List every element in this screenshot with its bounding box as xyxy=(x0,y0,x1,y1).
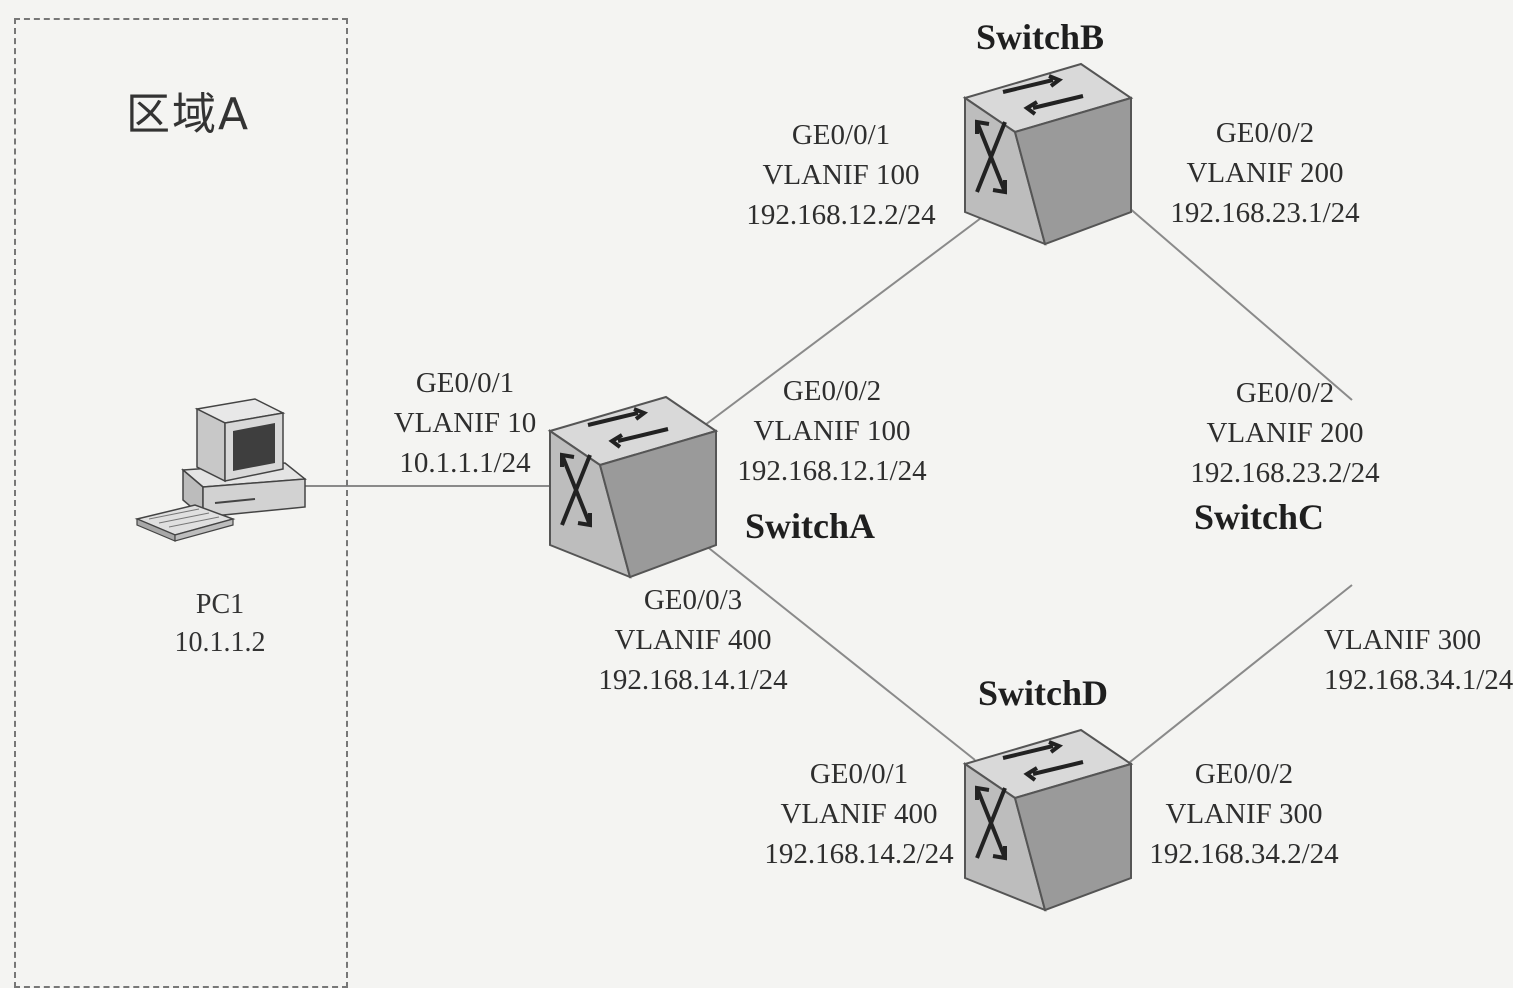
switch-d-ge2-label: GE0/0/2 VLANIF 300 192.168.34.2/24 xyxy=(1138,754,1350,874)
ip-address: 192.168.34.1/24 xyxy=(1324,664,1513,696)
switch-a-ge2-label: GE0/0/2 VLANIF 100 192.168.12.1/24 xyxy=(722,371,942,491)
switch-d-name: SwitchD xyxy=(978,673,1109,713)
switch-b-ge1-label: GE0/0/1 VLANIF 100 192.168.12.2/24 xyxy=(730,115,952,235)
switch-b-ge2-label: GE0/0/2 VLANIF 200 192.168.23.1/24 xyxy=(1150,113,1380,233)
pc1-ip: 10.1.1.2 xyxy=(174,627,266,658)
switch-c-ge2-label: GE0/0/2 VLANIF 200 192.168.23.2/24 xyxy=(1170,373,1400,493)
port-name: GE0/0/2 xyxy=(782,375,882,407)
topology-diagram: 区域A PC1 10.1.1.2 SwitchA xyxy=(14,17,1513,988)
port-name: GE0/0/1 xyxy=(791,119,891,151)
vlanif: VLANIF 100 xyxy=(753,415,911,447)
port-name: GE0/0/2 xyxy=(1215,117,1315,149)
computer-icon xyxy=(134,398,307,542)
switch-c-ge1-label: VLANIF 300 192.168.34.1/24 xyxy=(1324,620,1513,700)
vlanif: VLANIF 200 xyxy=(1186,157,1344,189)
port-name: GE0/0/2 xyxy=(1194,758,1294,790)
pc1-name: PC1 xyxy=(195,589,245,620)
links-layer xyxy=(300,199,1353,771)
pc1-label: PC1 10.1.1.2 xyxy=(150,586,290,662)
port-name: GE0/0/1 xyxy=(809,758,909,790)
ip-address: 192.168.23.2/24 xyxy=(1190,457,1380,489)
link-switcha-switchb xyxy=(704,214,986,426)
switch-b-ge2-wrap: GE0/0/2 VLANIF 200 192.168.23.1/24 xyxy=(1150,113,1359,243)
switch-d-ge1-label: GE0/0/1 VLANIF 400 192.168.14.2/24 xyxy=(748,754,970,874)
ip-address: 192.168.14.2/24 xyxy=(764,838,954,870)
vlanif: VLANIF 400 xyxy=(614,624,772,656)
link-switchd-switchc xyxy=(1119,584,1353,771)
switch-a-ge1-label: GE0/0/1 VLANIF 10 10.1.1.1/24 xyxy=(380,363,550,483)
link-switcha-switchd xyxy=(704,544,976,761)
vlanif: VLANIF 10 xyxy=(393,407,537,439)
port-name: GE0/0/2 xyxy=(1235,377,1335,409)
port-name: GE0/0/1 xyxy=(415,367,515,399)
switch-d-icon xyxy=(962,728,1134,912)
vlanif: VLANIF 300 xyxy=(1165,798,1323,830)
link-switchb-switchc xyxy=(1119,199,1353,401)
vlanif: VLANIF 300 xyxy=(1324,624,1482,656)
switch-a-icon xyxy=(547,395,719,579)
vlanif: VLANIF 100 xyxy=(762,159,920,191)
ip-address: 10.1.1.1/24 xyxy=(399,447,531,479)
zone-title: 区域A xyxy=(126,89,251,140)
ip-address: 192.168.14.1/24 xyxy=(598,664,788,696)
ip-address: 192.168.12.1/24 xyxy=(737,455,927,487)
ip-address: 192.168.23.1/24 xyxy=(1170,197,1360,229)
ip-address: 192.168.12.2/24 xyxy=(746,199,936,231)
port-name: GE0/0/3 xyxy=(643,584,743,616)
switch-b-name: SwitchB xyxy=(976,17,1105,57)
vlanif: VLANIF 200 xyxy=(1206,417,1364,449)
switch-c-ge2-wrap: GE0/0/2 VLANIF 200 192.168.23.2/24 xyxy=(1170,373,1379,503)
switch-c-name: SwitchC xyxy=(1194,497,1325,537)
switch-c-name-wrap: SwitchC xyxy=(1190,496,1350,546)
switch-a-name: SwitchA xyxy=(745,506,876,546)
vlanif: VLANIF 400 xyxy=(780,798,938,830)
ip-address: 192.168.34.2/24 xyxy=(1149,838,1339,870)
switch-b-icon xyxy=(962,62,1134,246)
zone-a-boundary xyxy=(14,18,348,988)
switch-c-ge1-wrap: VLANIF 300 192.168.34.1/24 xyxy=(1300,620,1513,710)
switch-a-ge3-label: GE0/0/3 VLANIF 400 192.168.14.1/24 xyxy=(582,580,804,700)
